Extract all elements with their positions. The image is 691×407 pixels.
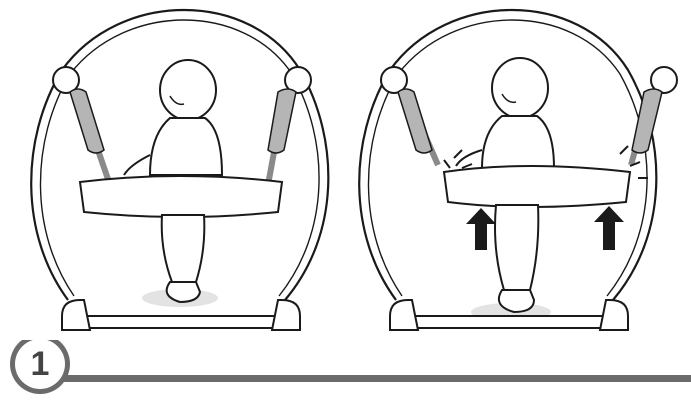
frame-foot-right [600, 300, 628, 330]
seat-ring [80, 176, 282, 217]
baby-legs [495, 205, 538, 290]
baby-torso [150, 118, 222, 175]
jumper-drawing-before [0, 0, 345, 340]
jumper-illustration-before [0, 0, 345, 340]
seat-ring [444, 166, 630, 207]
jumper-illustration-after [346, 0, 691, 340]
strap-cover-right [632, 89, 662, 153]
frame-foot-left [390, 300, 418, 330]
baby-foot [499, 290, 534, 312]
frame-base [410, 316, 610, 328]
frame-base [82, 316, 282, 328]
strap-cover-left [398, 89, 432, 153]
step-number: 1 [12, 336, 68, 392]
baby-foot [167, 282, 200, 302]
up-arrow-icon [466, 208, 496, 250]
baby-torso [482, 116, 554, 168]
step-divider-line [40, 375, 691, 382]
jumper-drawing-after [346, 0, 691, 340]
up-arrow-icon [594, 206, 624, 250]
frame-foot-left [62, 300, 90, 330]
strap-cover-left [70, 89, 104, 153]
baby-head [160, 60, 216, 120]
frame-foot-right [272, 300, 300, 330]
baby-head [492, 58, 548, 118]
step-bar [0, 340, 691, 407]
baby-legs [162, 215, 205, 282]
strap-cover-right [268, 89, 296, 153]
